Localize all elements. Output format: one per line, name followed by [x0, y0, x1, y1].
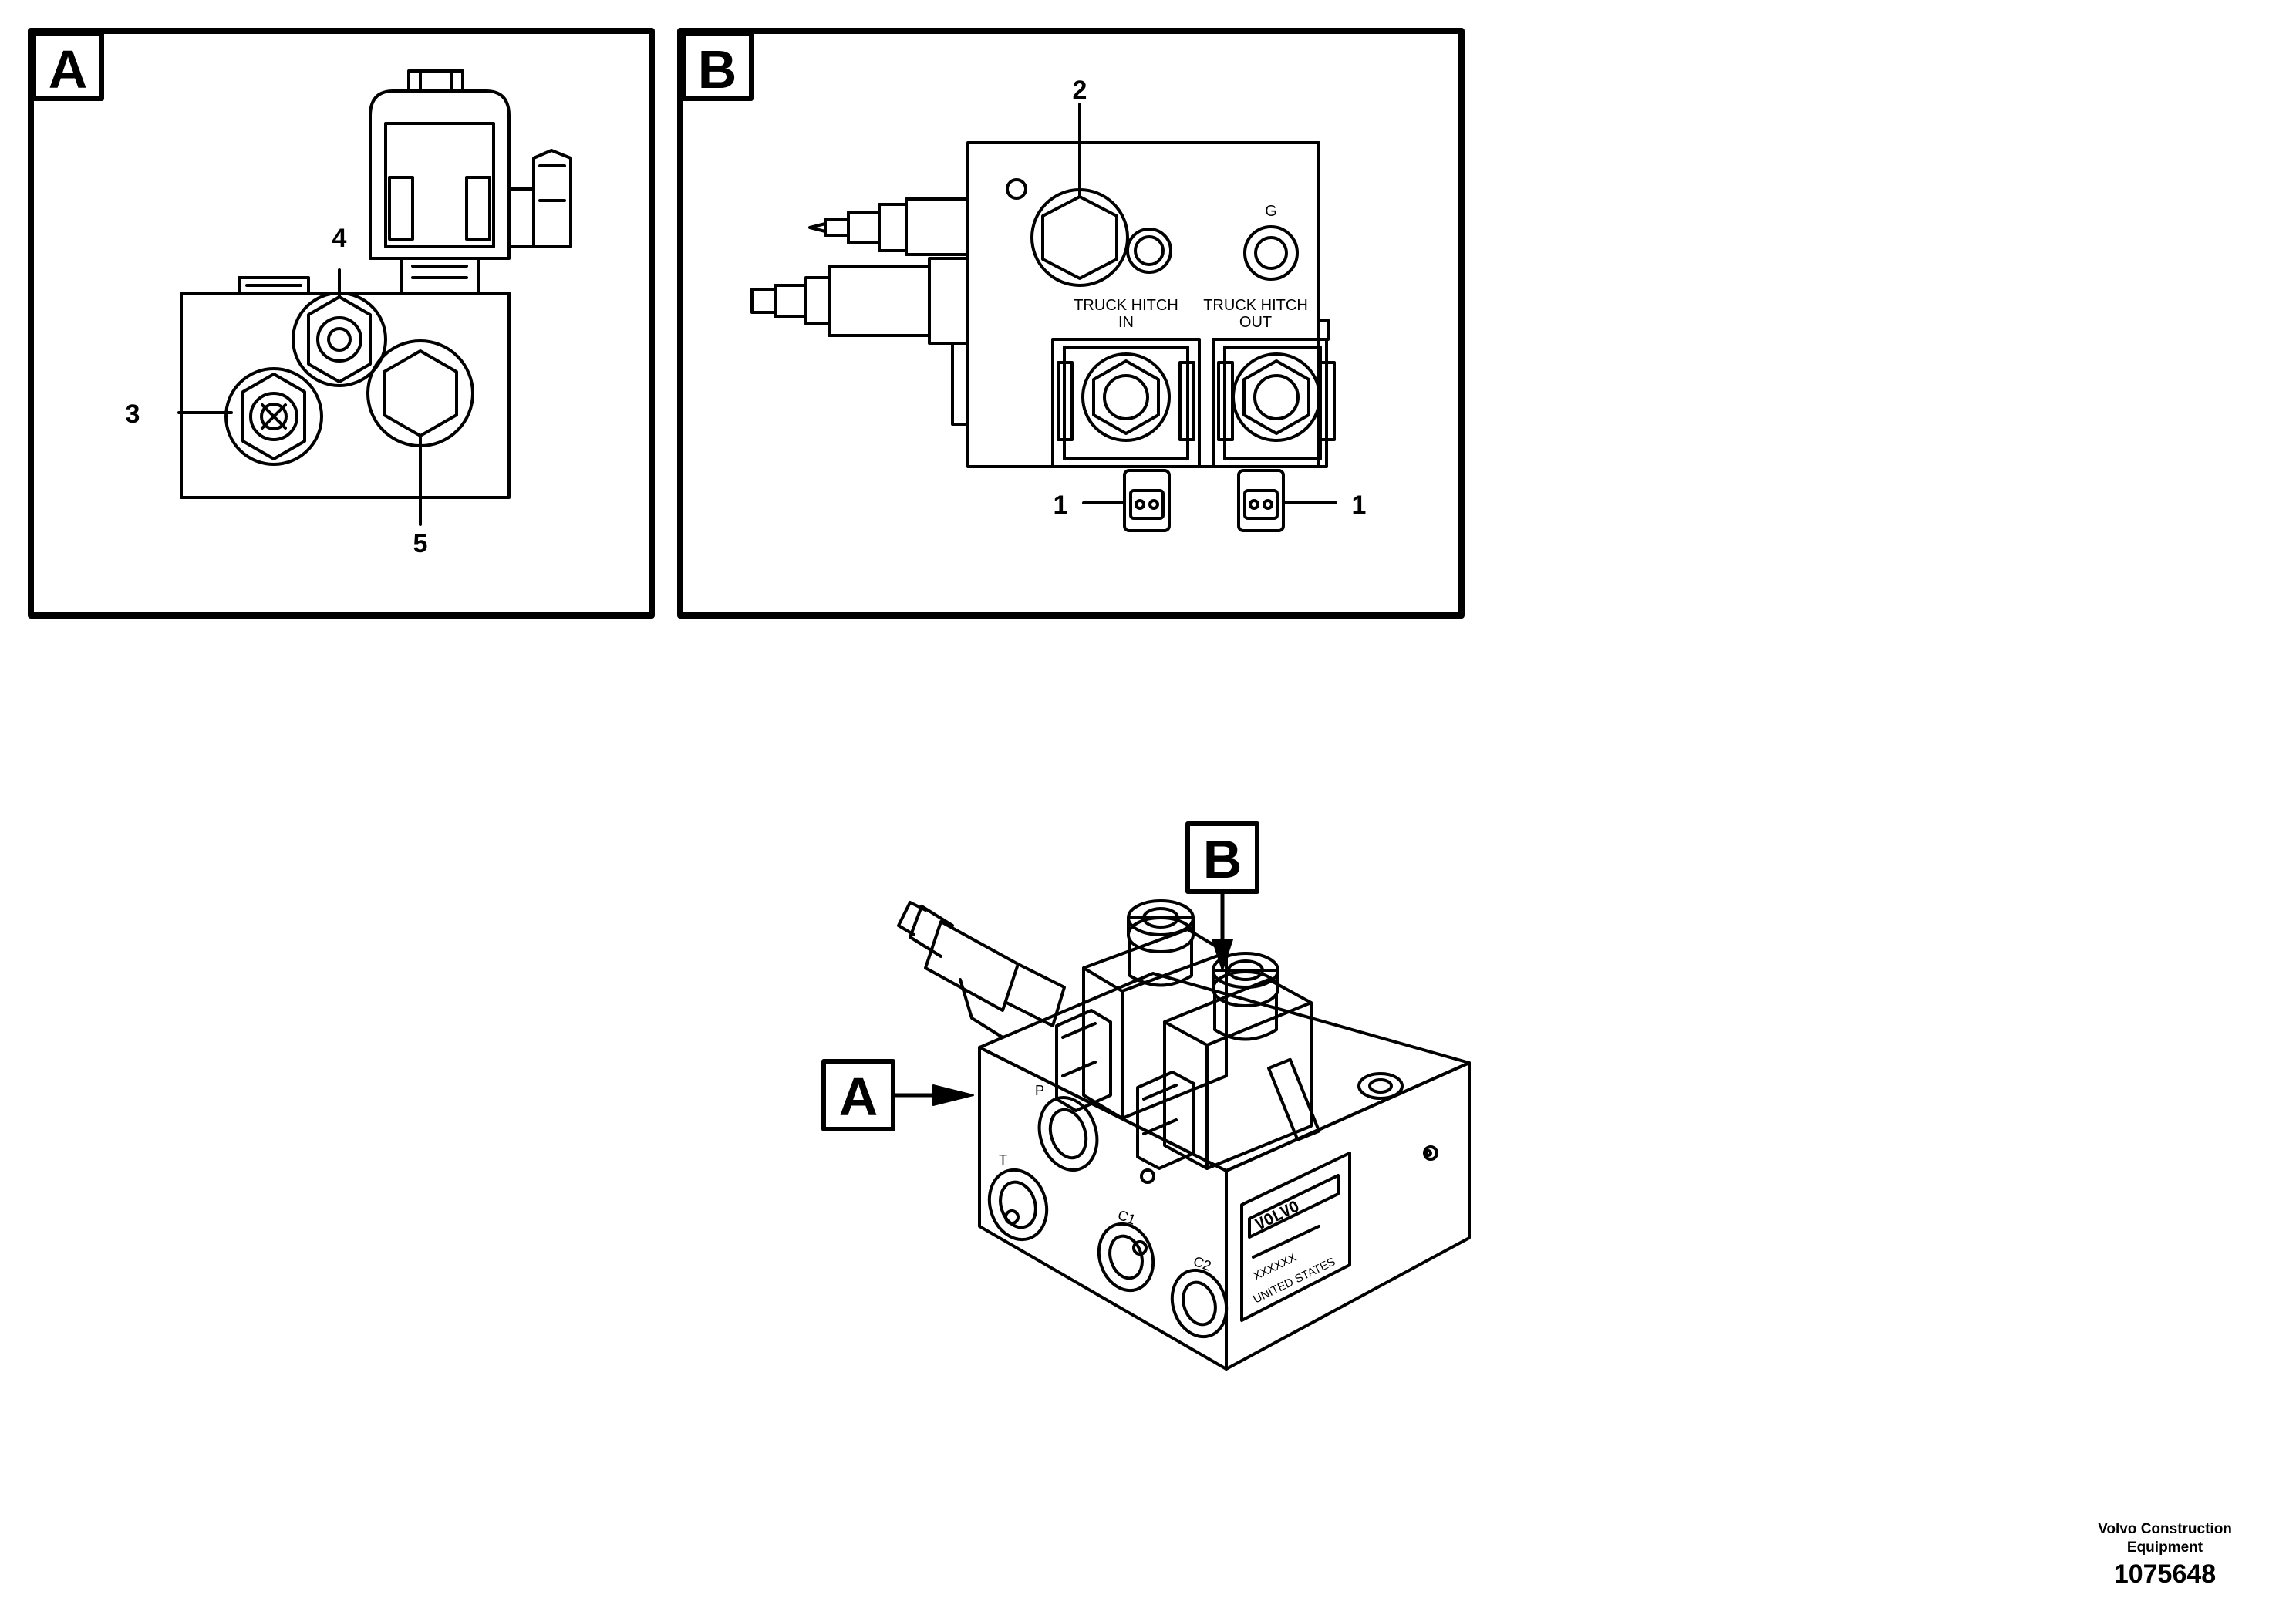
view-b-connector-left [1123, 469, 1171, 532]
iso-tag-a-box [821, 1059, 895, 1131]
view-a-frame [28, 28, 655, 619]
iso-tag-a: A [839, 1067, 878, 1127]
view-a-port-3 [224, 367, 323, 466]
view-b-solenoid-out [1212, 319, 1336, 468]
view-b-connector-right [1237, 469, 1285, 532]
iso-tag-b: B [1203, 829, 1242, 889]
view-b-plug [1126, 228, 1172, 274]
iso-label-p: P [1035, 1083, 1044, 1098]
truck-hitch-in-line2: IN [1118, 314, 1134, 331]
iso-connector-rear [1055, 1009, 1112, 1112]
callout-1-left: 1 [1054, 491, 1068, 520]
footer-brand-line2: Equipment [2126, 1539, 2203, 1556]
footer-credit: Volvo Construction Equipment 1075648 [2065, 1520, 2265, 1591]
view-a-tag-box [32, 32, 104, 101]
truck-hitch-out-line1: TRUCK HITCH [1203, 297, 1308, 314]
iso-label-t: T [999, 1152, 1007, 1168]
isometric-valve-view: P T C1 C2 VOLVO XXXXXX UNITED STATES [821, 821, 1471, 1371]
footer-brand-line1: Volvo Construction [2098, 1521, 2232, 1537]
view-b-solenoid-in [1051, 338, 1201, 468]
view-b-panel: B G TRUCK HITCH IN [677, 28, 1465, 619]
view-a-port-5 [366, 339, 474, 447]
view-a-tag: A [49, 39, 88, 99]
truck-hitch-out-line2: OUT [1239, 314, 1272, 331]
view-b-tag-box [681, 32, 754, 101]
nameplate-brand: VOLVO [1253, 1197, 1303, 1234]
view-b-frame [677, 28, 1465, 619]
view-a-panel: A [28, 28, 655, 619]
view-b-side-valves [750, 197, 969, 426]
iso-port-c2 [1170, 1268, 1229, 1339]
view-b-port-2 [1030, 188, 1129, 287]
truck-hitch-in-line1: TRUCK HITCH [1074, 297, 1178, 314]
iso-connector-front [1136, 1071, 1195, 1170]
callout-4: 4 [332, 224, 347, 253]
callout-5: 5 [413, 529, 428, 558]
iso-top-port [1357, 1072, 1404, 1100]
iso-block-left-face [978, 1046, 1228, 1371]
port-g-label: G [1265, 203, 1277, 220]
view-a-solenoid [369, 69, 572, 295]
drawing-number: 1075648 [2113, 1560, 2217, 1589]
iso-port-c1 [1097, 1222, 1155, 1293]
iso-port-t [987, 1168, 1049, 1242]
view-b-tag: B [698, 39, 737, 99]
iso-side-valve [897, 901, 1066, 1039]
iso-solenoid-rear [1082, 899, 1228, 1120]
view-b-small-hole [1006, 178, 1027, 200]
callout-3: 3 [126, 400, 140, 429]
callout-1-right: 1 [1352, 491, 1367, 520]
view-b-port-g [1243, 225, 1299, 281]
iso-tag-b-box [1185, 821, 1259, 894]
iso-nameplate: VOLVO XXXXXX UNITED STATES [1240, 1152, 1351, 1322]
callout-2: 2 [1073, 76, 1087, 105]
iso-solenoid-front [1163, 952, 1321, 1170]
